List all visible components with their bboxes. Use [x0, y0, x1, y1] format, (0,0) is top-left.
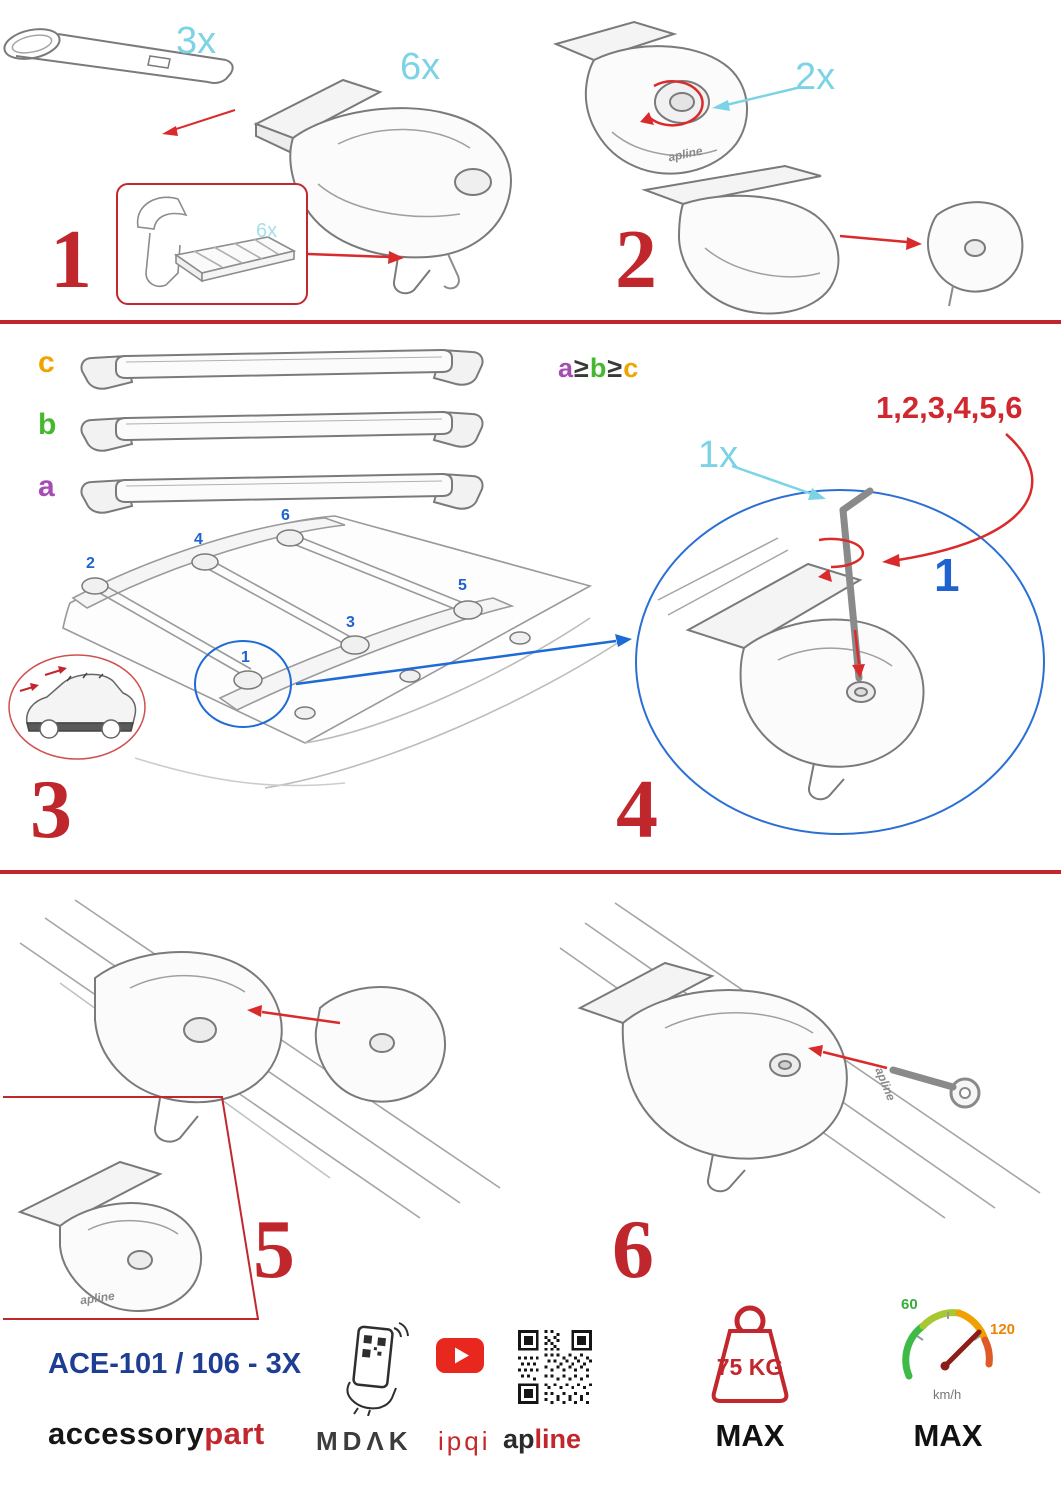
- mdak-logo: MDΛK: [316, 1426, 413, 1456]
- roof-position-2: 2: [86, 555, 95, 572]
- pad-quantity-label: 6x: [256, 220, 278, 242]
- phone-scan-icon: [336, 1320, 412, 1416]
- crossbar-c-drawing: [72, 338, 492, 396]
- foot-knob-drawing: [552, 12, 787, 197]
- step-1-number: 1: [50, 213, 92, 306]
- tightening-sequence-label: 1,2,3,4,5,6: [876, 390, 1023, 425]
- assembled-foot-inset: [0, 1092, 270, 1324]
- rule-a: a: [558, 353, 575, 383]
- lock-key-drawing: [545, 888, 1061, 1233]
- youtube-icon: [436, 1338, 484, 1373]
- step-5-number: 5: [253, 1203, 295, 1296]
- step-4-number: 4: [616, 763, 658, 856]
- apline-logo-red: line: [534, 1424, 582, 1454]
- brand-logo: accessorypart: [48, 1418, 265, 1449]
- apline-logo-black: ap: [503, 1424, 535, 1454]
- key-quantity-label: 1x: [698, 434, 739, 476]
- highlight-circle-position-1: [194, 640, 292, 728]
- knob-quantity-label: 2x: [795, 56, 836, 98]
- step-3-number: 3: [30, 763, 72, 856]
- brand-logo-red: part: [204, 1416, 265, 1451]
- crossbar-b-drawing: [72, 400, 492, 458]
- blue-arrow-to-detail: [290, 626, 642, 692]
- foot-assembly-drawing: [248, 62, 553, 297]
- speed-max-label: MAX: [913, 1418, 983, 1453]
- section-divider-top: [0, 320, 1061, 324]
- speed-low-label: 60: [901, 1296, 918, 1313]
- speed-unit-label: km/h: [933, 1387, 962, 1402]
- roof-position-5: 5: [458, 577, 467, 594]
- weight-max-label: MAX: [715, 1418, 785, 1453]
- rule-gte-1: ≥: [574, 353, 590, 383]
- sequence-start-number: 1: [934, 549, 960, 601]
- foot-quantity-label: 6x: [400, 46, 441, 88]
- roof-position-6: 6: [281, 507, 290, 524]
- cyan-arrow-knob: [700, 78, 800, 118]
- red-arrow-pad-to-foot: [302, 238, 412, 272]
- apline-logo: apline: [503, 1426, 581, 1453]
- roof-position-3: 3: [346, 614, 355, 631]
- step-6-number: 6: [612, 1203, 654, 1296]
- rule-c: c: [623, 353, 640, 383]
- section-divider-bottom: [0, 870, 1061, 874]
- torque-detail-drawing: [628, 478, 1052, 842]
- bar-quantity-label: 3x: [176, 20, 217, 62]
- car-inset-drawing: [5, 645, 150, 763]
- roof-position-4: 4: [194, 531, 203, 548]
- rubber-pad-inset: 6x: [116, 183, 308, 305]
- model-number: ACE-101 / 106 - 3X: [48, 1348, 302, 1380]
- rule-b: b: [589, 353, 608, 383]
- weight-icon: [700, 1300, 800, 1410]
- weight-limit-label: 75 KG: [716, 1354, 784, 1380]
- bar-label-a: a: [38, 470, 55, 503]
- endcap-insert-drawing: [635, 158, 1061, 326]
- rule-gte-2: ≥: [607, 353, 624, 383]
- red-curved-arrow-sequence: [858, 428, 1058, 576]
- red-arrow-bar-tip: [150, 100, 245, 145]
- crossbar-drawing: [0, 0, 245, 100]
- size-order-rule: a≥b≥c: [558, 355, 639, 382]
- crossbar-a-drawing: [72, 462, 492, 520]
- qr-code-icon: [518, 1330, 592, 1404]
- cover-attach-drawing: [0, 888, 535, 1233]
- speed-high-label: 120: [990, 1321, 1016, 1338]
- ipqi-logo: ipqi: [438, 1426, 491, 1456]
- bar-label-c: c: [38, 346, 55, 379]
- cyan-arrow-key: [724, 456, 836, 508]
- step-2-number: 2: [615, 213, 657, 306]
- bar-label-b: b: [38, 408, 57, 441]
- brand-logo-black: accessory: [48, 1416, 205, 1451]
- speedometer-icon: [893, 1296, 1003, 1408]
